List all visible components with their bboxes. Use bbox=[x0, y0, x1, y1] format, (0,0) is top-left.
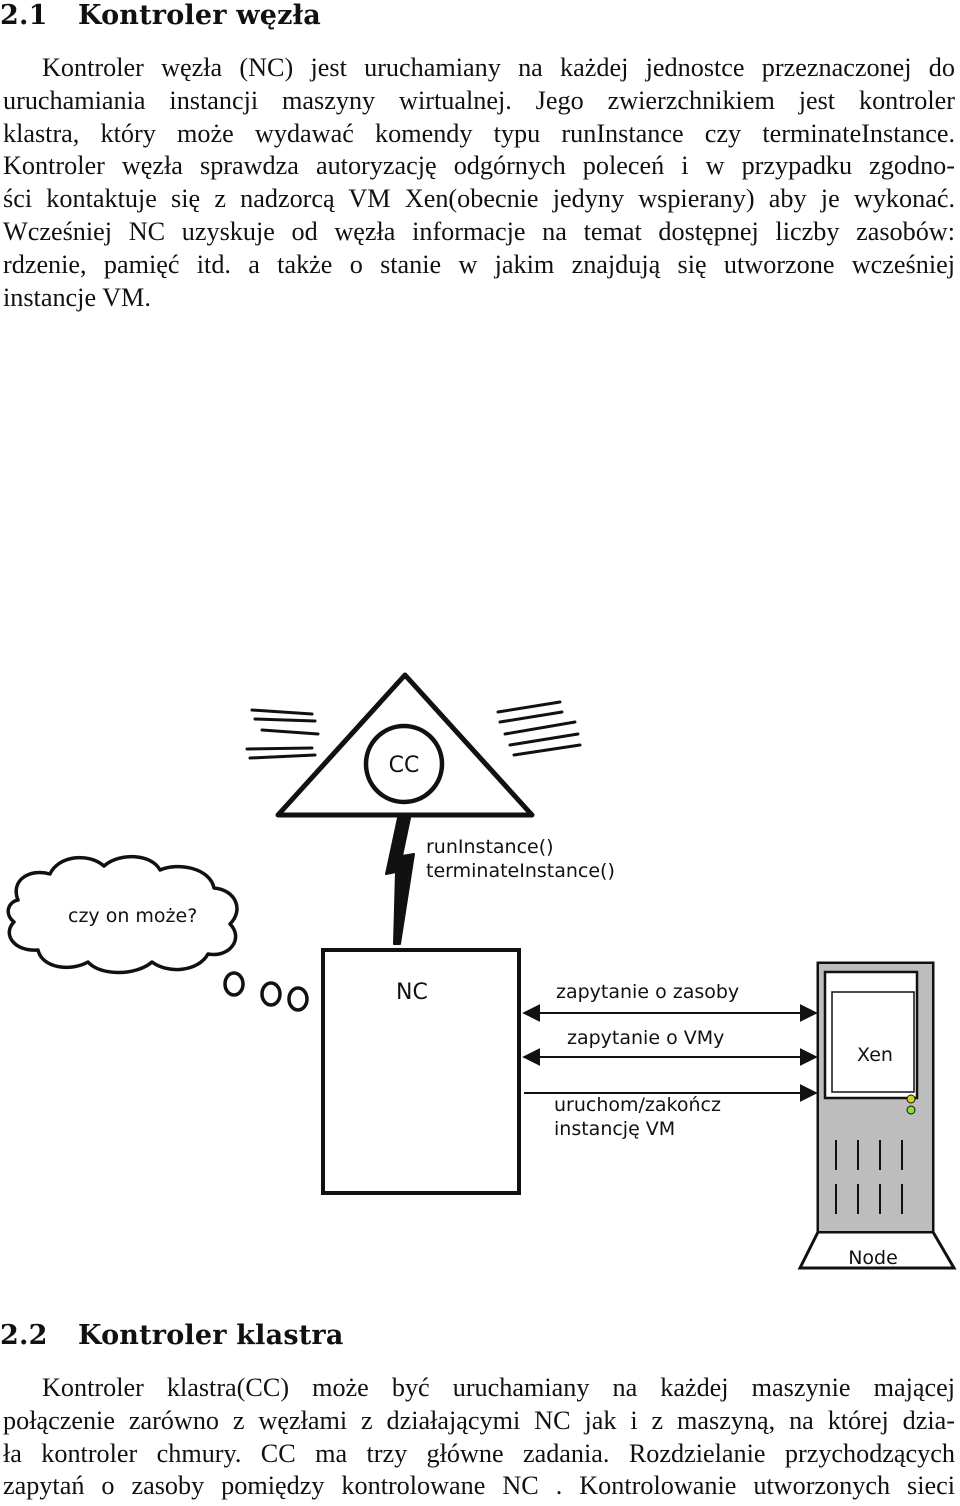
cloud-controller-triangle: CC bbox=[275, 672, 535, 818]
node-computer-icon: Xen Node bbox=[797, 961, 957, 1270]
paragraph-line: Kontroler węzła (NC) jest uruchamiany na… bbox=[42, 53, 955, 82]
arrow-label-start-stop-1: uruchom/zakończ bbox=[554, 1094, 721, 1116]
node-label: Node bbox=[848, 1247, 898, 1269]
paragraph-line: Kontroler węzła sprawdza autoryzację odg… bbox=[3, 151, 955, 181]
cc-label: CC bbox=[389, 753, 420, 778]
thought-bubble bbox=[223, 971, 245, 997]
arrow-label-start-stop-2: instancję VM bbox=[554, 1118, 675, 1140]
emphasis-strokes-right bbox=[496, 700, 582, 757]
section-title: Kontroler węzła bbox=[78, 0, 321, 31]
paragraph-line: rdzenie, pamięć itd. a także o stanie w … bbox=[3, 249, 955, 279]
paragraph-line: uruchamiania instancji maszyny wirtualne… bbox=[3, 85, 955, 115]
paragraph-line: klastra, który może wydawać komendy typu… bbox=[3, 118, 955, 148]
section-number: 2.1 bbox=[0, 0, 48, 31]
section-number: 2.2 bbox=[0, 1320, 48, 1351]
paragraph-line: Wcześniej NC uzyskuje od węzła informacj… bbox=[3, 216, 955, 246]
paragraph-line: Kontroler klastra(CC) może być uruchamia… bbox=[42, 1373, 955, 1402]
thought-cloud: czy on może? bbox=[6, 854, 309, 1012]
thought-bubble bbox=[287, 986, 309, 1012]
thought-text: czy on może? bbox=[68, 905, 197, 927]
paragraph-line: ści kontaktuje się z nadzorcą VM Xen(obe… bbox=[3, 184, 955, 214]
paragraph-line: połączenie zarówno z węzłami z działając… bbox=[3, 1405, 955, 1435]
paragraph-line: zapytań o zasoby pomiędzy kontrolowane N… bbox=[3, 1471, 955, 1501]
section-2-paragraph: Kontroler klastra(CC) może być uruchamia… bbox=[3, 1372, 955, 1503]
section-title: Kontroler klastra bbox=[78, 1320, 344, 1351]
node-controller-box: NC bbox=[321, 948, 521, 1195]
emphasis-strokes-left bbox=[245, 708, 320, 760]
lightning-bolt-icon bbox=[385, 817, 415, 945]
xen-label: Xen bbox=[857, 1044, 893, 1066]
command-label-terminate: terminateInstance() bbox=[426, 860, 615, 882]
paragraph-line: ła kontroler chmury. CC ma trzy główne z… bbox=[3, 1438, 955, 1468]
paragraph-line: instancje VM. bbox=[3, 282, 151, 312]
section-1-paragraph: Kontroler węzła (NC) jest uruchamiany na… bbox=[3, 52, 955, 314]
arrow-label-resources: zapytanie o zasoby bbox=[556, 981, 739, 1003]
section-heading-2-2: 2.2 Kontroler klastra bbox=[0, 1320, 344, 1352]
command-label-run: runInstance() bbox=[426, 836, 554, 858]
section-heading-2-1: 2.1 Kontroler węzła bbox=[0, 0, 321, 32]
nc-label: NC bbox=[396, 980, 428, 1005]
thought-bubble bbox=[260, 981, 282, 1007]
arrow-label-vms: zapytanie o VMy bbox=[567, 1027, 724, 1049]
